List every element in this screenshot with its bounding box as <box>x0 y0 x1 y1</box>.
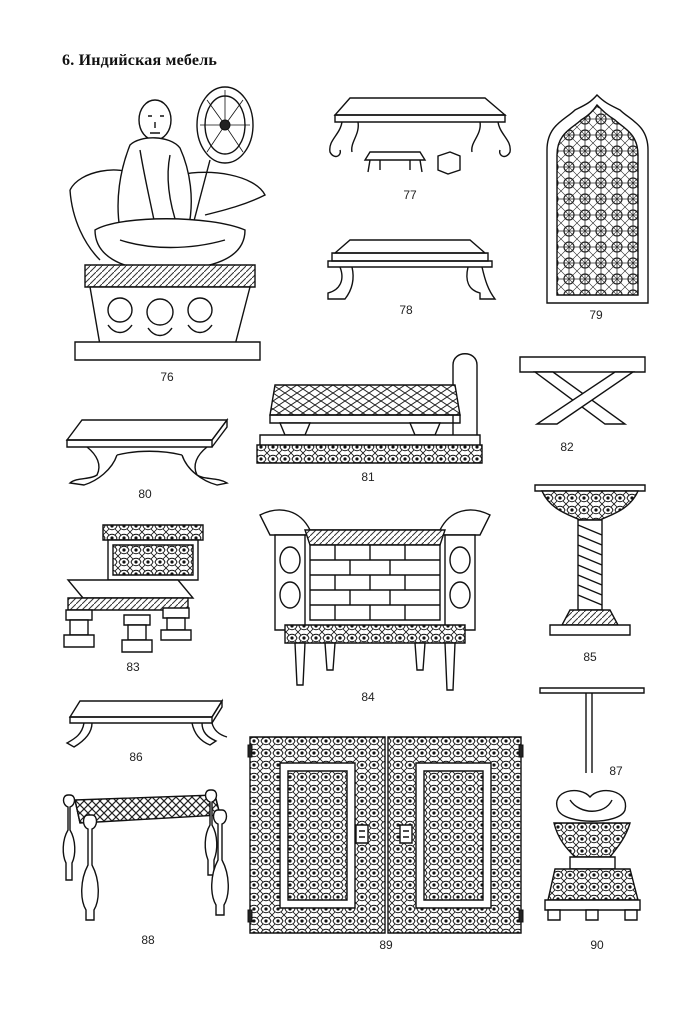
spiral-pedestal-stand-drawing <box>530 480 650 650</box>
lattice-window-screen-drawing <box>545 95 650 305</box>
low-table-drawing <box>62 697 232 752</box>
figure-label: 84 <box>361 690 375 704</box>
x-frame-stool-drawing <box>515 352 650 432</box>
pedestal-table-drawing <box>538 685 648 775</box>
figure-label: 85 <box>583 650 597 664</box>
figure-label: 88 <box>141 933 155 947</box>
figure-label: 79 <box>589 308 603 322</box>
figure-label: 89 <box>379 938 393 952</box>
figure-label: 86 <box>129 750 143 764</box>
figure-label: 83 <box>126 660 140 674</box>
ornate-vessel-stand-drawing <box>540 785 645 925</box>
page-title: 6. Индийская мебель <box>62 52 218 69</box>
low-carved-chair-drawing <box>58 520 208 655</box>
figure-label: 77 <box>403 188 417 202</box>
figure-label: 82 <box>560 440 574 454</box>
carved-throne-chair-drawing <box>250 500 500 700</box>
figure-label: 80 <box>138 487 152 501</box>
woven-stool-drawing <box>60 785 230 925</box>
daybed-with-headboard-drawing <box>255 345 485 465</box>
throne-with-seated-figure-drawing <box>60 80 260 365</box>
figure-label: 90 <box>590 938 604 952</box>
figure-label: 81 <box>361 470 375 484</box>
figure-label: 78 <box>399 303 413 317</box>
low-bench-drawing <box>62 415 232 490</box>
figure-label: 87 <box>609 764 623 778</box>
low-platform-table-drawing <box>320 235 500 305</box>
low-table-with-footstool-drawing <box>320 90 520 185</box>
figure-label: 76 <box>160 370 174 384</box>
carved-cabinet-doors-drawing <box>248 735 523 935</box>
